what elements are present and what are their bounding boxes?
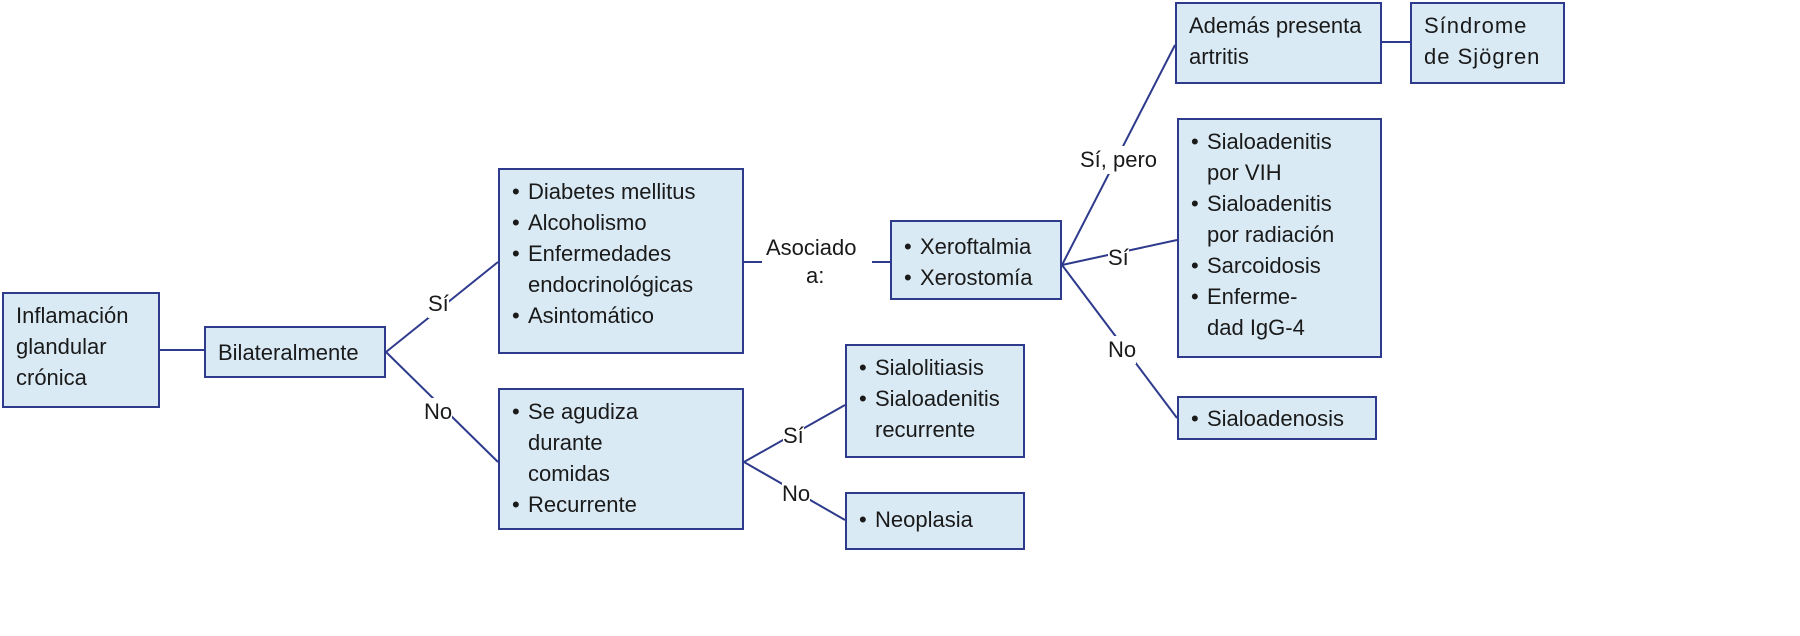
node-text: Inflamación glandular crónica [16, 303, 129, 390]
list-item: Sarcoidosis [1191, 250, 1341, 281]
list-item: Sialoadenitis recurrente [859, 383, 1011, 445]
edge-label-yes: Sí [1108, 244, 1129, 272]
list-item: Xeroftalmia [904, 231, 1048, 262]
list-item: Enfermedades endocrinológicas [512, 238, 730, 300]
list-item: Enferme-dad IgG-4 [1191, 281, 1317, 343]
list-item: Sialoadenitis por radiación [1191, 188, 1341, 250]
node-arthritis: Además presenta artritis [1175, 2, 1382, 84]
edge-label-no: No [782, 480, 811, 508]
list-item: Diabetes mellitus [512, 176, 730, 207]
node-systemic: Diabetes mellitus Alcoholismo Enfermedad… [498, 168, 744, 354]
node-root: Inflamación glandular crónica [2, 292, 160, 408]
node-other: Sialoadenitis por VIH Sialoadenitis por … [1177, 118, 1382, 358]
list-item: Se agudiza durante comidas [512, 396, 662, 489]
list-item: Alcoholismo [512, 207, 730, 238]
edge-label-no: No [1108, 336, 1137, 364]
list-item: Recurrente [512, 489, 662, 520]
list-item: Sialolitiasis [859, 352, 1011, 383]
node-bilateral: Bilateralmente [204, 326, 386, 378]
list-item: Asintomático [512, 300, 730, 331]
edge-label-associated-a: a: [806, 262, 825, 290]
node-text: Bilateralmente [218, 340, 359, 365]
edge-label-yes: Sí [783, 422, 804, 450]
list-item: Xerostomía [904, 262, 1048, 293]
node-meals: Se agudiza durante comidas Recurrente [498, 388, 744, 530]
node-sicca: Xeroftalmia Xerostomía [890, 220, 1062, 300]
node-neoplasia: Neoplasia [845, 492, 1025, 550]
edge-label-associated: Asociado [766, 234, 857, 262]
node-sjogren: Síndrome de Sjögren [1410, 2, 1565, 84]
node-text: Síndrome de Sjögren [1424, 13, 1541, 69]
node-sialoadenosis: Sialoadenosis [1177, 396, 1377, 440]
edge-label-yes-but: Sí, pero [1080, 146, 1158, 174]
list-item: Sialoadenitis por VIH [1191, 126, 1341, 188]
edge-label-no: No [424, 398, 453, 426]
list-item: Sialoadenosis [1191, 403, 1363, 434]
node-stones: Sialolitiasis Sialoadenitis recurrente [845, 344, 1025, 458]
node-text: Además presenta artritis [1189, 13, 1362, 69]
edge-label-yes: Sí [428, 290, 449, 318]
list-item: Neoplasia [859, 504, 1011, 535]
